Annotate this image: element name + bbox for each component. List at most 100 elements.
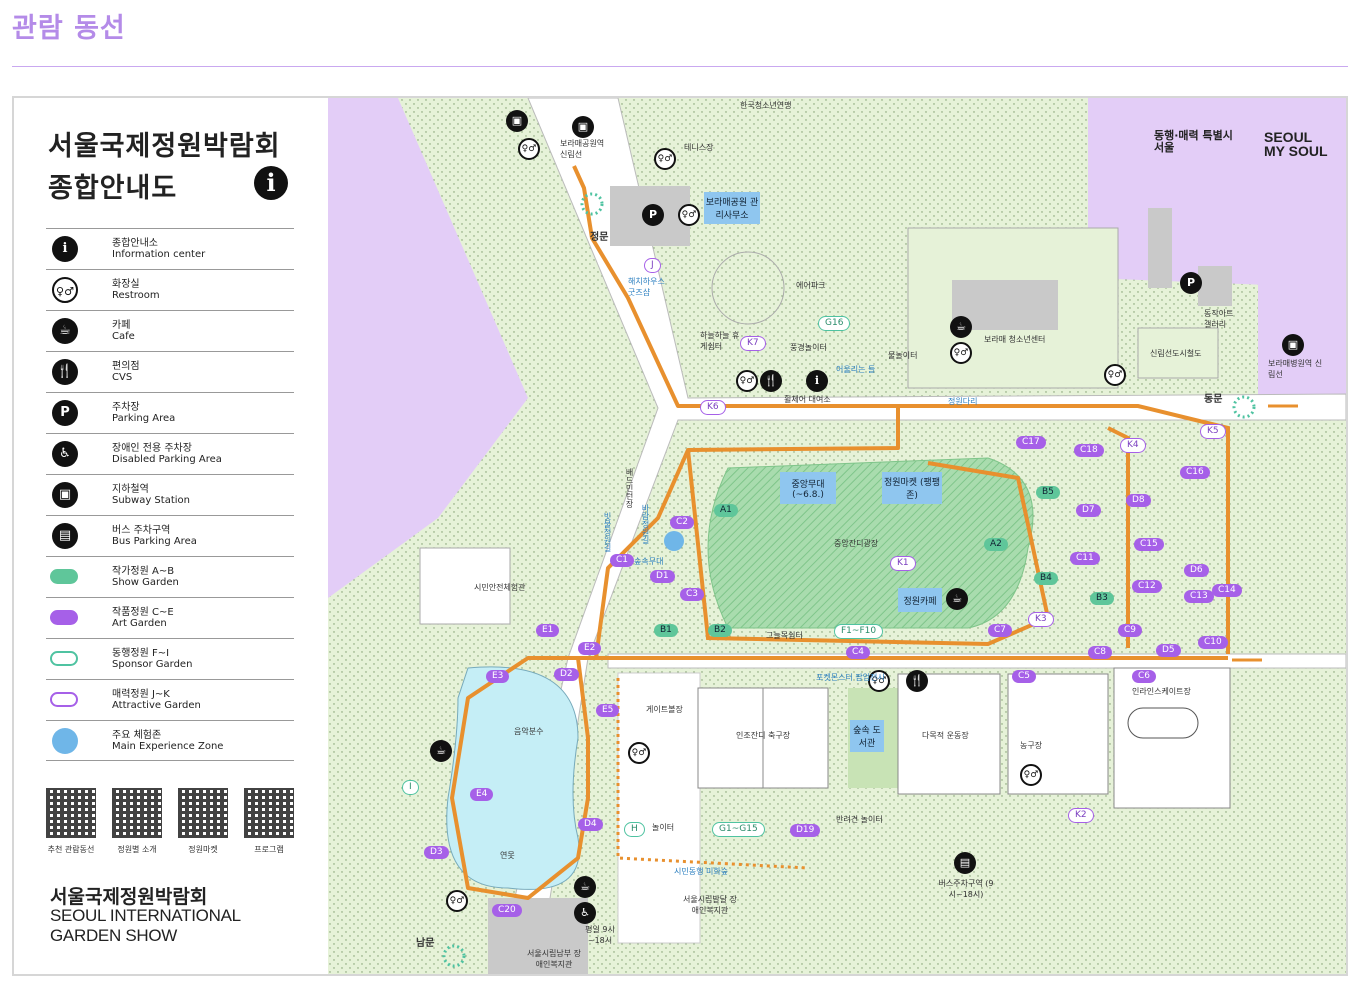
cafe-icon: ☕ xyxy=(946,588,968,610)
garden-tag-K3[interactable]: K3 xyxy=(1028,612,1054,627)
gallery-building xyxy=(1198,266,1232,306)
garden-tag-K4[interactable]: K4 xyxy=(1120,438,1146,453)
garden-tag-I[interactable]: I xyxy=(402,780,419,795)
garden-tag-G1-G15[interactable]: G1~G15 xyxy=(712,822,765,837)
place-label: 정원다리 xyxy=(948,397,978,406)
garden-tag-C4[interactable]: C4 xyxy=(846,646,871,659)
garden-tag-E1[interactable]: E1 xyxy=(536,624,560,637)
lake xyxy=(446,666,580,890)
restroom-icon: ♀♂ xyxy=(446,890,468,912)
outside-area-east xyxy=(1258,98,1346,408)
page-title: 관람 동선 xyxy=(12,13,126,44)
garden-tag-C3[interactable]: C3 xyxy=(680,588,705,601)
south-gate-marker xyxy=(442,944,466,968)
garden-tag-B5[interactable]: B5 xyxy=(1036,486,1060,499)
legend-item-disabled-parking: ♿ 장애인 전용 주차장 Disabled Parking Area xyxy=(46,433,294,474)
qr-code-market[interactable] xyxy=(178,788,228,838)
qr-code-gardens[interactable] xyxy=(112,788,162,838)
central-stage: 중앙무대 (~6.8.) xyxy=(780,472,836,504)
garden-tag-C12[interactable]: C12 xyxy=(1132,580,1162,593)
garden-tag-D19[interactable]: D19 xyxy=(790,824,821,837)
legend-item-restroom: ♀♂ 화장실 Restroom xyxy=(46,269,294,310)
garden-tag-C11[interactable]: C11 xyxy=(1070,552,1100,565)
garden-tag-A1[interactable]: A1 xyxy=(714,504,738,517)
garden-tag-C1[interactable]: C1 xyxy=(610,554,635,567)
place-label: 그늘목쉼터 xyxy=(766,631,803,640)
place-label: 평일 9시~18시 xyxy=(585,925,615,945)
place-label: 음악분수 xyxy=(514,727,544,736)
garden-tag-E2[interactable]: E2 xyxy=(578,642,602,655)
management-office: 보라매공원 관리사무소 xyxy=(704,192,760,224)
experience-zone-swatch xyxy=(52,728,78,754)
map-drawing xyxy=(328,98,1346,974)
place-label: 인라인스케이트장 xyxy=(1132,687,1191,696)
garden-tag-C2[interactable]: C2 xyxy=(670,516,695,529)
garden-tag-G16[interactable]: G16 xyxy=(818,316,851,331)
qr-code-route[interactable] xyxy=(46,788,96,838)
garden-tag-K1[interactable]: K1 xyxy=(890,556,916,571)
qr-code-program[interactable] xyxy=(244,788,294,838)
garden-tag-C13[interactable]: C13 xyxy=(1184,590,1214,603)
safety-center-block xyxy=(419,547,511,625)
garden-tag-D3[interactable]: D3 xyxy=(424,846,449,859)
garden-tag-B1[interactable]: B1 xyxy=(654,624,678,637)
garden-tag-E4[interactable]: E4 xyxy=(470,788,494,801)
garden-tag-C8[interactable]: C8 xyxy=(1088,646,1113,659)
garden-tag-C7[interactable]: C7 xyxy=(988,624,1013,637)
garden-cafe: 정원카페 xyxy=(898,588,942,612)
cafe-icon: ☕ xyxy=(950,316,972,338)
garden-tag-H[interactable]: H xyxy=(624,822,645,837)
garden-tag-C5[interactable]: C5 xyxy=(1012,670,1037,683)
place-label: 연못 xyxy=(500,851,515,860)
garden-tag-K6[interactable]: K6 xyxy=(700,400,726,415)
restroom-icon: ♀♂ xyxy=(678,204,700,226)
garden-tag-B4[interactable]: B4 xyxy=(1034,572,1058,585)
garden-tag-D1[interactable]: D1 xyxy=(650,570,675,583)
garden-tag-A2[interactable]: A2 xyxy=(984,538,1008,551)
legend-label-ko: 카페 xyxy=(112,320,131,331)
garden-tag-C10[interactable]: C10 xyxy=(1198,636,1228,649)
garden-tag-C15[interactable]: C15 xyxy=(1134,538,1164,551)
place-label: 하늘하늘 휴게쉼터 xyxy=(700,331,740,351)
garden-tag-D6[interactable]: D6 xyxy=(1184,564,1209,577)
garden-tag-C18[interactable]: C18 xyxy=(1074,444,1104,457)
legend-label-en: Cafe xyxy=(112,331,135,342)
garden-tag-D8[interactable]: D8 xyxy=(1126,494,1151,507)
garden-tag-B2[interactable]: B2 xyxy=(708,624,732,637)
place-label: 서울시립남부 장애인복지관 xyxy=(526,949,582,969)
garden-tag-E5[interactable]: E5 xyxy=(596,704,620,717)
place-label: 보라매 청소년센터 xyxy=(984,335,1046,344)
garden-tag-D5[interactable]: D5 xyxy=(1156,644,1181,657)
garden-tag-C17[interactable]: C17 xyxy=(1016,436,1046,449)
garden-tag-K2[interactable]: K2 xyxy=(1068,808,1094,823)
legend-label-ko: 편의점 xyxy=(112,361,140,372)
cvs-icon: 🍴 xyxy=(760,370,782,392)
place-label: 동작아트 갤러리 xyxy=(1204,309,1234,329)
legend-label-en: Attractive Garden xyxy=(112,700,201,711)
garden-tag-C9[interactable]: C9 xyxy=(1118,624,1143,637)
place-label: 배드민턴장 xyxy=(625,468,634,508)
legend-subtitle: 종합안내도 xyxy=(48,173,178,204)
garden-tag-C6[interactable]: C6 xyxy=(1132,670,1157,683)
sillim-line-block xyxy=(1137,327,1219,379)
legend-label-ko: 화장실 xyxy=(112,279,140,290)
garden-tag-C20[interactable]: C20 xyxy=(492,904,522,917)
disabled-parking-icon: ♿ xyxy=(574,902,596,924)
garden-tag-C16[interactable]: C16 xyxy=(1180,466,1210,479)
place-label: 테니스장 xyxy=(684,143,714,152)
garden-tag-B3[interactable]: B3 xyxy=(1090,592,1114,605)
garden-tag-D4[interactable]: D4 xyxy=(578,818,603,831)
place-label: 게이트볼장 xyxy=(646,705,683,714)
garden-tag-D7[interactable]: D7 xyxy=(1076,504,1101,517)
garden-tag-D2[interactable]: D2 xyxy=(554,668,579,681)
garden-tag-F1-F10[interactable]: F1~F10 xyxy=(834,624,884,639)
garden-tag-J[interactable]: J xyxy=(644,258,661,273)
skate-rink xyxy=(1127,707,1199,739)
recommended-route-lawn xyxy=(686,449,1051,647)
garden-tag-C14[interactable]: C14 xyxy=(1212,584,1242,597)
garden-tag-K5[interactable]: K5 xyxy=(1200,424,1226,439)
info-icon: i xyxy=(806,370,828,392)
garden-tag-K7[interactable]: K7 xyxy=(740,336,766,351)
legend-label-en: Main Experience Zone xyxy=(112,741,224,752)
garden-tag-E3[interactable]: E3 xyxy=(486,670,510,683)
